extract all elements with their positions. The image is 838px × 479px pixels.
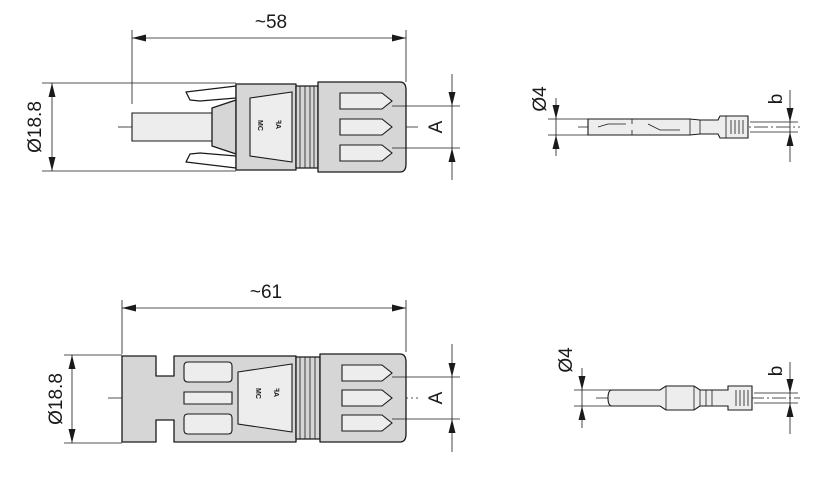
bottom-connector-cap-grips — [341, 364, 393, 432]
top-connector-latch-upper — [185, 85, 237, 102]
top-connector-pin-tube — [131, 112, 219, 142]
bottom-diameter-label: Ø18.8 — [46, 373, 67, 425]
top-a-label: A — [426, 120, 447, 133]
bottom-length-label: ~61 — [250, 282, 282, 303]
top-connector-cap-grips — [339, 92, 393, 162]
top-diameter-label: Ø18.8 — [25, 101, 46, 153]
top-pin-b-label: b — [766, 94, 787, 105]
top-pin-diameter-label: Ø4 — [530, 86, 551, 112]
bottom-socket-view: Ø4 b — [556, 347, 800, 434]
top-connector-view: MC ꟻA ~58 Ø18.8 A — [25, 12, 460, 180]
bottom-socket-b-label: b — [766, 366, 787, 377]
bottom-connector-logo: ꟻA — [272, 388, 280, 397]
bottom-a-label: A — [426, 391, 447, 404]
bottom-connector-marking: MC — [254, 388, 261, 399]
top-connector-marking-window — [249, 91, 293, 163]
top-connector-thread-lines — [299, 86, 315, 168]
top-connector-collar — [211, 99, 237, 155]
top-connector-latch-lower — [185, 152, 237, 169]
top-pin-details — [597, 116, 744, 138]
bottom-socket-diameter-label: Ø4 — [556, 347, 577, 373]
bottom-socket-body — [607, 385, 753, 411]
top-length-label: ~58 — [255, 12, 287, 33]
top-pin-view: Ø4 b — [530, 86, 800, 162]
bottom-socket-details — [665, 386, 749, 410]
bottom-connector-thread-lines — [299, 357, 316, 439]
top-connector-marking: MC — [256, 120, 263, 131]
top-pin-body — [587, 115, 749, 139]
bottom-connector-view: MC ꟻA ~61 Ø18.8 A — [46, 282, 460, 452]
top-connector-thread — [295, 85, 319, 169]
bottom-connector-windows — [183, 361, 233, 435]
bottom-connector-marking-window — [237, 363, 293, 433]
top-connector-logo: ꟻA — [274, 120, 282, 129]
